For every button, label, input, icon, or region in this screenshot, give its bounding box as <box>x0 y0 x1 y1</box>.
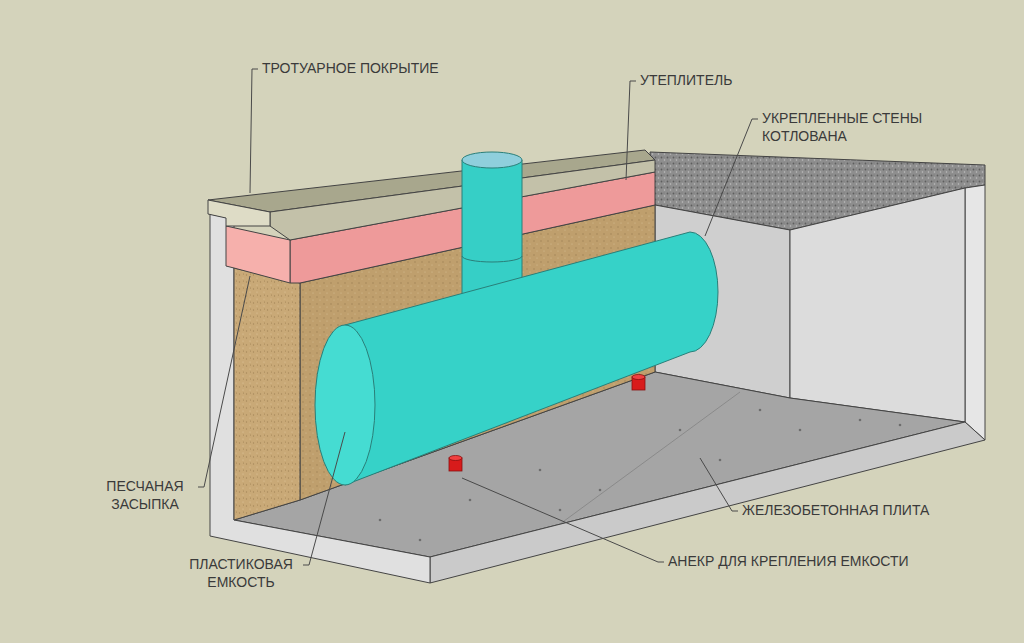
leader-line <box>250 69 258 193</box>
pavement-front <box>208 200 270 226</box>
leader-line <box>626 81 636 180</box>
part-label: УТЕПЛИТЕЛЬ <box>640 72 732 90</box>
tank-end <box>315 325 375 485</box>
part-label: ЖЕЛЕЗОБЕТОННАЯ ПЛИТА <box>742 502 929 520</box>
pipe-joint <box>462 256 522 262</box>
part-label: АНЕКР ДЛЯ КРЕПЛЕНИЯ ЕМКОСТИ <box>668 553 909 571</box>
part-label: ПЕСЧАНАЯ ЗАСЫПКА <box>96 478 194 513</box>
anchor-symbol <box>449 456 462 472</box>
pipe-top <box>462 152 522 168</box>
leader-line <box>700 458 738 511</box>
part-label: УКРЕПЛЕННЫЕ СТЕНЫ КОТЛОВАНА <box>762 110 942 145</box>
leader-line <box>303 432 345 565</box>
part-label: ПЛАСТИКОВАЯ ЕМКОСТЬ <box>183 556 299 591</box>
anchor-symbol <box>632 375 645 391</box>
leader-line <box>198 276 250 487</box>
part-label: ТРОТУАРНОЕ ПОКРЫТИЕ <box>262 60 439 78</box>
pit-side-wall <box>790 188 965 422</box>
tank-pipe <box>462 160 522 300</box>
wall-edge <box>965 185 985 440</box>
leader-line <box>462 478 664 562</box>
slab-face <box>430 422 985 583</box>
leader-line <box>705 119 758 236</box>
insulation-front <box>226 226 290 283</box>
tank-body <box>345 232 718 485</box>
